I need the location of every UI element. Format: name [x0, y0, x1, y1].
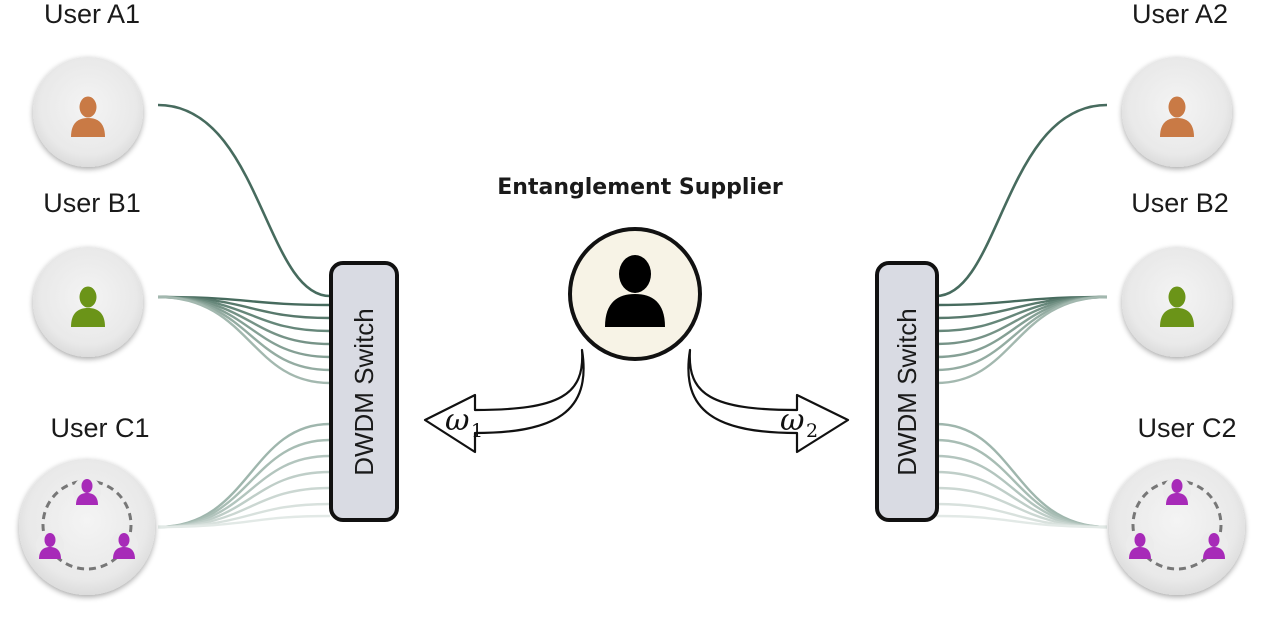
- dwdm-switch-left-label: DWDM Switch: [349, 308, 379, 476]
- omega-2-subscript: 2: [806, 420, 818, 442]
- user-a2-node: [1122, 57, 1232, 167]
- user-c1-node: [19, 459, 155, 595]
- dwdm-switch-left: DWDM Switch: [329, 261, 399, 522]
- user-b2-label: User B2: [1131, 188, 1229, 218]
- fiber-b1-7: [157, 295, 331, 385]
- fiber-c1-2: [157, 438, 331, 529]
- omega-1-symbol: ω: [445, 403, 469, 438]
- person-icon: [605, 255, 665, 327]
- user-b1-node: [33, 247, 143, 357]
- fiber-b2-3: [935, 295, 1108, 333]
- fiber-b1-6: [157, 295, 331, 372]
- omega-2-symbol: ω: [780, 403, 804, 438]
- fiber-c2-7: [935, 514, 1108, 529]
- entanglement-supplier-node: [568, 227, 702, 361]
- group-of-three-people-icon: [1126, 477, 1228, 571]
- fiber-b2-7: [935, 295, 1108, 385]
- supplier-title: Entanglement Supplier: [497, 175, 783, 200]
- user-a2-label: User A2: [1132, 0, 1228, 29]
- user-c1-label: User C1: [50, 413, 149, 443]
- fiber-a2: [935, 103, 1108, 298]
- user-a1-label: User A1: [44, 0, 140, 29]
- fiber-b1-3: [157, 295, 331, 333]
- fiber-c1-7: [157, 514, 331, 529]
- fibers-right: [935, 103, 1108, 529]
- user-c2-label: User C2: [1137, 413, 1236, 443]
- user-b1-label: User B1: [43, 188, 141, 218]
- arrow-omega-2: ω 2: [687, 348, 850, 454]
- fiber-c1-1: [157, 422, 331, 529]
- user-a1-node: [33, 57, 143, 167]
- fiber-c2-2: [935, 438, 1108, 529]
- fibers-left: [157, 103, 331, 529]
- omega-1-subscript: 1: [471, 420, 483, 442]
- arrow-omega-1: ω 1: [423, 348, 585, 454]
- group-of-three-people-icon: [36, 477, 138, 571]
- dwdm-switch-right: DWDM Switch: [875, 261, 939, 522]
- user-c2-node: [1109, 459, 1245, 595]
- dwdm-switch-right-label: DWDM Switch: [892, 308, 922, 476]
- user-b2-node: [1122, 247, 1232, 357]
- fiber-a1: [157, 103, 331, 298]
